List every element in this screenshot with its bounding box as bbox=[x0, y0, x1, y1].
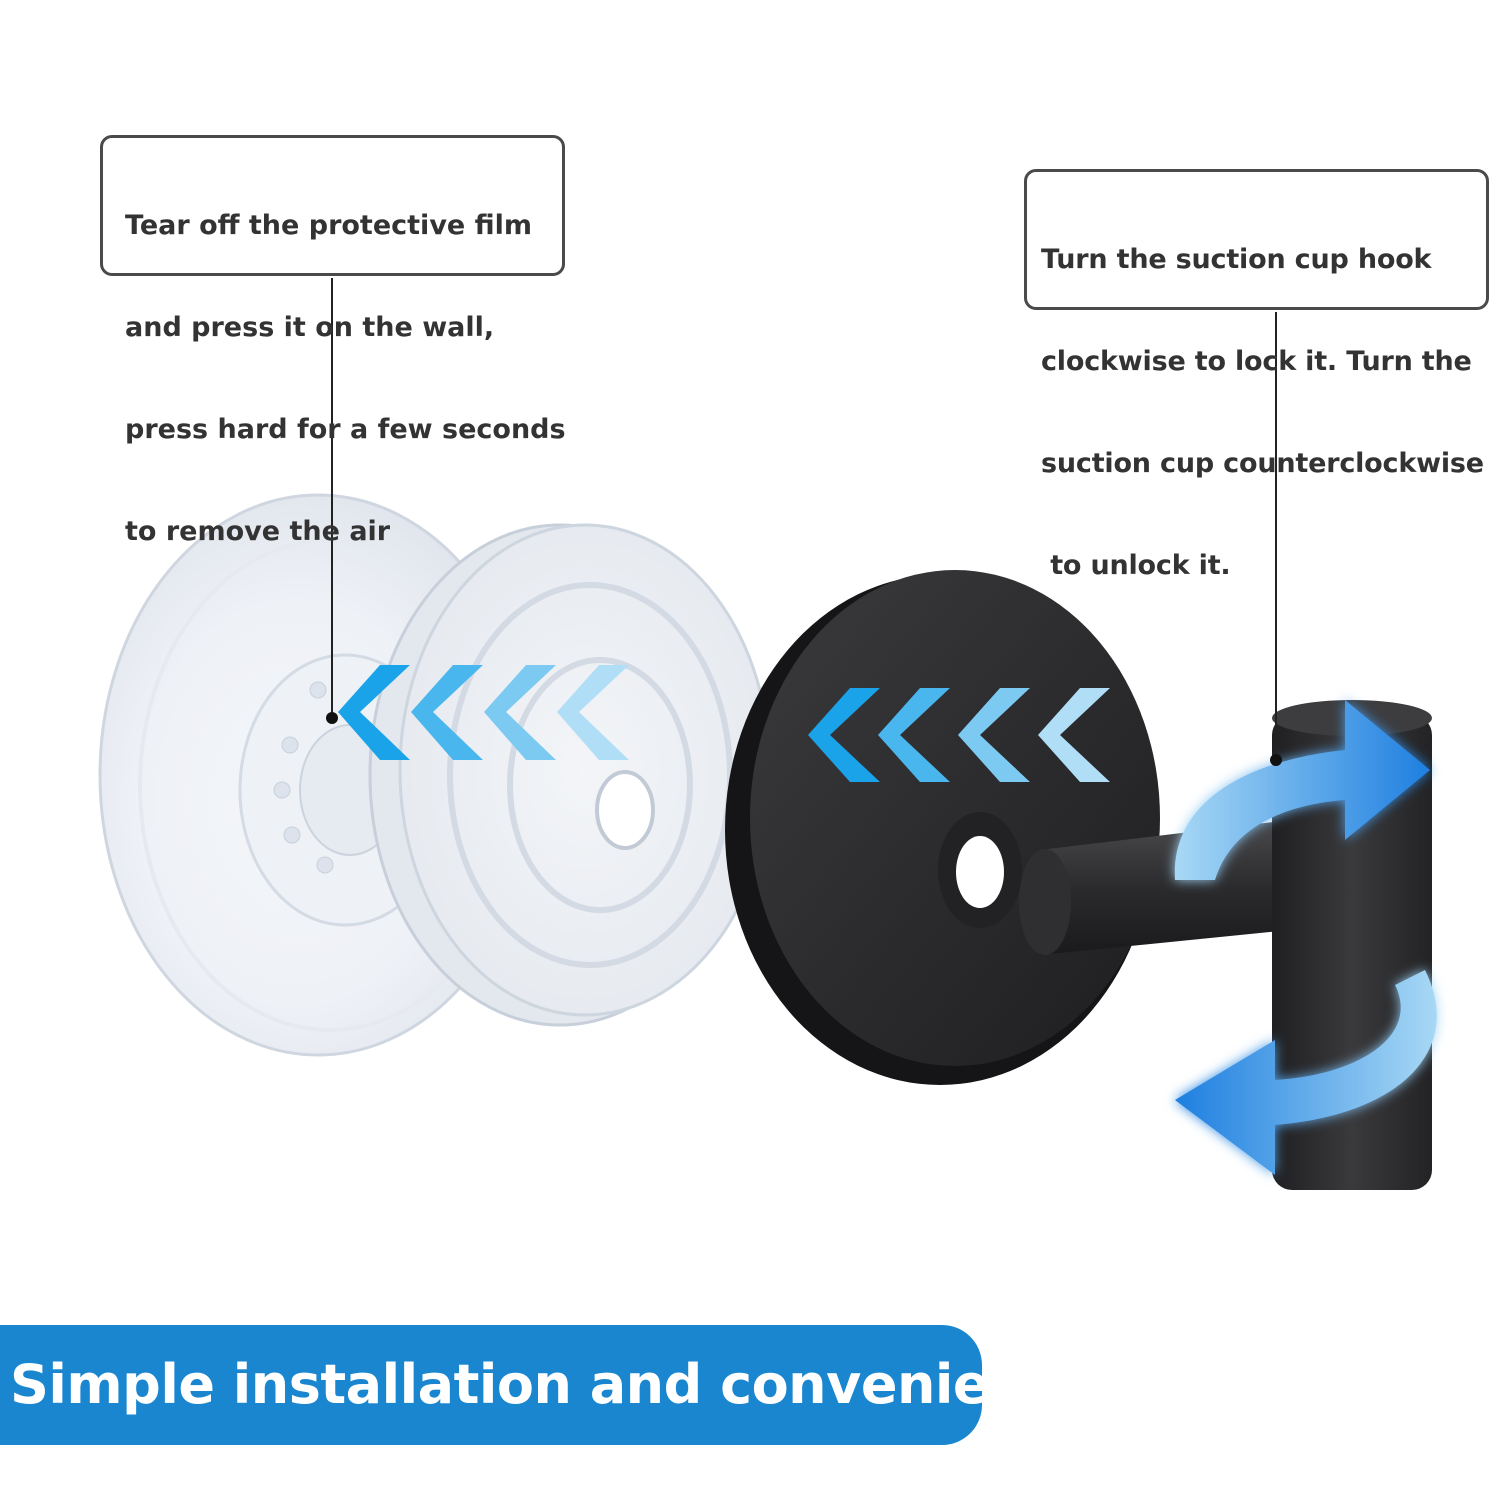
leader-line-right bbox=[1270, 312, 1282, 766]
chevron-left-icon bbox=[338, 665, 410, 760]
callout-line: press hard for a few seconds bbox=[125, 414, 566, 445]
chevron-left-icon bbox=[958, 688, 1030, 782]
tagline-banner: Simple installation and convenient use bbox=[0, 1325, 1177, 1445]
callout-line: to remove the air bbox=[125, 516, 391, 547]
callout-line: suction cup counterclockwise bbox=[1041, 448, 1484, 479]
chevron-left-icon-group-2 bbox=[808, 688, 1110, 782]
chevron-left-icon bbox=[878, 688, 950, 782]
tagline-text: Simple installation and convenient use bbox=[10, 1353, 1177, 1416]
callout-lock-step: Turn the suction cup hook clockwise to l… bbox=[1024, 169, 1489, 581]
leader-line-left bbox=[326, 278, 338, 724]
chevron-left-icon bbox=[411, 665, 483, 760]
callout-line: Turn the suction cup hook bbox=[1041, 244, 1432, 275]
chevron-left-icon bbox=[557, 665, 629, 760]
callout-line: clockwise to lock it. Turn the bbox=[1041, 346, 1472, 377]
adhesive-pad bbox=[368, 523, 772, 1027]
chevron-left-icon bbox=[484, 665, 556, 760]
mounting-disc bbox=[725, 570, 1160, 1085]
callout-line: Tear off the protective film bbox=[125, 210, 533, 241]
chevron-left-icon-group-1 bbox=[338, 665, 629, 760]
callout-install-step: Tear off the protective film and press i… bbox=[100, 135, 566, 547]
chevron-left-icon bbox=[808, 688, 880, 782]
callout-line: and press it on the wall, bbox=[125, 312, 495, 343]
hook-body bbox=[1019, 700, 1432, 1190]
callout-line: to unlock it. bbox=[1041, 550, 1231, 581]
rotate-arrow-icon bbox=[1174, 700, 1437, 1175]
chevron-left-icon bbox=[1038, 688, 1110, 782]
